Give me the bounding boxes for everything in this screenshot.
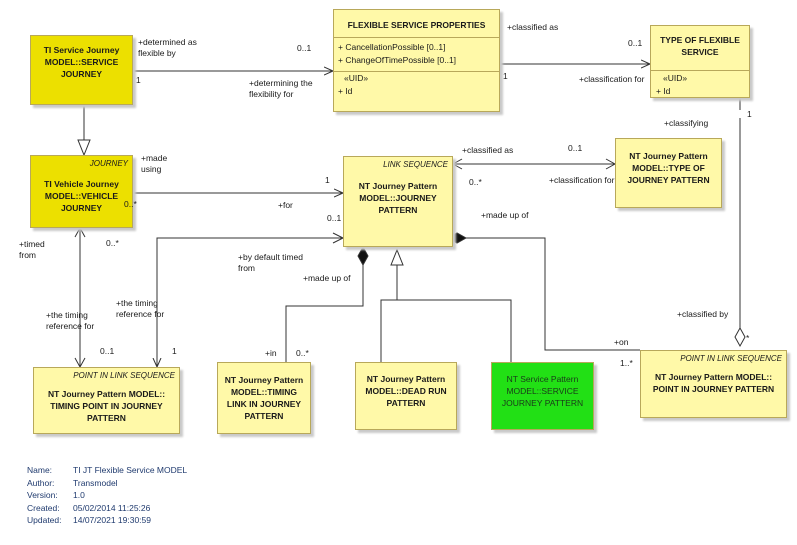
metadata-row: Updated:14/07/2021 19:30:59 [27, 515, 151, 525]
role-for: +for [278, 200, 293, 210]
multiplicity-label: 1 [747, 109, 752, 119]
generalization-triangle [77, 139, 91, 157]
dead-run-pattern-title: NT Journey Pattern MODEL::DEAD RUN PATTE… [365, 374, 447, 408]
role-classified-by: +classified by [677, 309, 729, 319]
line-deadrun-generalization [380, 265, 398, 362]
multiplicity-label: 1 [172, 346, 177, 356]
nt-type-of-journey-pattern-box[interactable]: NT Journey Pattern MODEL::TYPE OF JOURNE… [615, 138, 722, 208]
role-determined-as: +determined as flexible by [138, 37, 197, 58]
timing-point-in-journey-pattern-title: NT Journey Pattern MODEL:: TIMING POINT … [47, 389, 166, 423]
nt-type-of-journey-pattern-title: NT Journey Pattern MODEL::TYPE OF JOURNE… [627, 151, 710, 185]
role-classified-as-top: +classified as [507, 22, 559, 32]
type-of-flexible-service-title: TYPE OF FLEXIBLE SERVICE [660, 35, 740, 57]
role-classification-for-top: +classification for [579, 74, 645, 84]
multiplicity-label: 0..* [106, 238, 119, 248]
role-timing-reference-right: +the timing reference for [116, 298, 165, 319]
multiplicity-label: 1..* [620, 358, 633, 368]
role-by-default-timed-from: +by default timed from [238, 252, 303, 273]
ti-service-journey-box[interactable]: TI Service Journey MODEL::SERVICE JOURNE… [30, 35, 133, 105]
dead-run-pattern-box[interactable]: NT Journey Pattern MODEL::DEAD RUN PATTE… [355, 362, 457, 430]
role-made-using: +made using [141, 153, 168, 174]
arrow-up [74, 226, 86, 238]
role-classifying: +classifying [664, 118, 709, 128]
multiplicity-label: 0..* [296, 348, 309, 358]
uid-compartment [651, 70, 749, 71]
service-journey-pattern-title: NT Service Pattern MODEL::SERVICE JOURNE… [501, 374, 584, 408]
timing-link-in-journey-pattern-title: NT Journey Pattern MODEL::TIMING LINK IN… [224, 375, 304, 421]
role-made-up-of-mid: +made up of [303, 273, 351, 283]
ti-vehicle-journey-title: TI Vehicle Journey MODEL::VEHICLE JOURNE… [44, 179, 119, 213]
multiplicity-label: 0..1 [100, 346, 115, 356]
multiplicity-label: 1 [136, 75, 141, 85]
composition-diamond-mid [357, 245, 369, 267]
multiplicity-label: 0..1 [327, 213, 342, 223]
attribute-change-of-time: + ChangeOfTimePossible [0..1] [338, 55, 457, 65]
line-pattern-timing-point [157, 237, 343, 367]
uid-stereotype: «UID» [344, 73, 369, 83]
metadata-row: Created:05/02/2014 11:25:26 [27, 502, 151, 513]
timing-link-in-journey-pattern-box[interactable]: NT Journey Pattern MODEL::TIMING LINK IN… [217, 362, 311, 434]
flexible-service-properties-title: FLEXIBLE SERVICE PROPERTIES [347, 20, 486, 30]
point-in-journey-pattern-title: NT Journey Pattern MODEL:: POINT IN JOUR… [652, 372, 775, 394]
line-pattern-point [466, 237, 640, 351]
point-in-link-sequence-stereotype: POINT IN LINK SEQUENCE [73, 371, 175, 380]
arrow-left [451, 158, 463, 170]
attribute-cancellation: + CancellationPossible [0..1] [338, 42, 446, 52]
service-journey-pattern-box[interactable]: NT Service Pattern MODEL::SERVICE JOURNE… [491, 362, 594, 430]
line-pattern-timing-link [285, 265, 364, 362]
link-sequence-stereotype: LINK SEQUENCE [383, 160, 448, 169]
multiplicity-label: 0..1 [628, 38, 643, 48]
line-arrow-in-2 [332, 237, 344, 244]
aggregation-diamond [734, 326, 746, 348]
diagram-metadata: Name:TI JT Flexible Service MODEL Author… [27, 464, 187, 527]
ti-service-journey-title: TI Service Journey MODEL::SERVICE JOURNE… [43, 45, 120, 79]
uid-stereotype: «UID» [663, 73, 688, 83]
uid-compartment [334, 71, 499, 72]
flexible-service-properties-box[interactable]: FLEXIBLE SERVICE PROPERTIES + Cancellati… [333, 9, 500, 112]
multiplicity-label: 0..1 [297, 43, 312, 53]
role-timing-reference-left: +the timing reference for [46, 310, 95, 331]
metadata-row: Author:Transmodel [27, 477, 118, 488]
journey-stereotype: JOURNEY [89, 159, 128, 168]
uid-attribute: + Id [338, 86, 353, 96]
role-determining: +determining the flexibility for [249, 78, 313, 99]
role-on: +on [614, 337, 629, 347]
role-made-up-of-right: +made up of [481, 210, 529, 220]
nt-journey-pattern-box[interactable]: LINK SEQUENCE NT Journey Pattern MODEL::… [343, 156, 453, 247]
point-in-link-sequence-stereotype: POINT IN LINK SEQUENCE [680, 354, 782, 363]
role-classified-as-mid: +classified as [462, 145, 514, 155]
multiplicity-label: 0..* [469, 177, 482, 187]
metadata-row: Name:TI JT Flexible Service MODEL [27, 465, 188, 475]
nt-journey-pattern-title: NT Journey Pattern MODEL::JOURNEY PATTER… [358, 181, 438, 215]
line-arrow-in [332, 232, 344, 239]
multiplicity-label: 0..* [124, 199, 137, 209]
line-service-pattern-generalization [397, 299, 512, 362]
point-in-journey-pattern-box[interactable]: POINT IN LINK SEQUENCE NT Journey Patter… [640, 350, 787, 418]
type-of-flexible-service-box[interactable]: TYPE OF FLEXIBLE SERVICE «UID» + Id [650, 25, 750, 98]
multiplicity-label: 1 [325, 175, 330, 185]
multiplicity-label: * [746, 333, 750, 343]
multiplicity-label: 0..1 [568, 143, 583, 153]
ti-vehicle-journey-box[interactable]: JOURNEY TI Vehicle Journey MODEL::VEHICL… [30, 155, 133, 228]
uid-attribute: + Id [656, 86, 671, 96]
multiplicity-label: 1 [503, 71, 508, 81]
role-timed-from: +timed from [19, 239, 45, 260]
timing-point-in-journey-pattern-box[interactable]: POINT IN LINK SEQUENCE NT Journey Patter… [33, 367, 180, 434]
role-in: +in [265, 348, 277, 358]
attributes-compartment [334, 37, 499, 38]
generalization-triangle-pattern [390, 248, 404, 266]
metadata-row: Version:1.0 [27, 490, 85, 500]
role-classification-for-mid: +classification for [549, 175, 615, 185]
